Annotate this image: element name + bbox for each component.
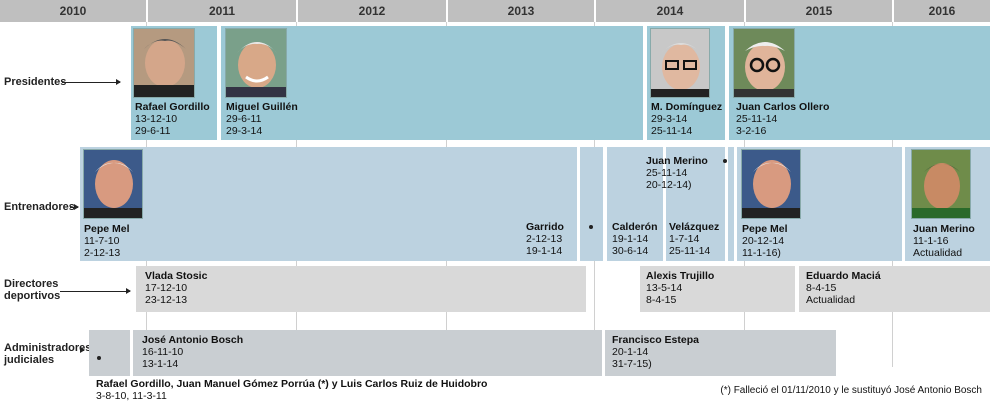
director-bar-stosic <box>136 266 586 312</box>
year-2014: 2014 <box>656 4 684 18</box>
year-divider <box>296 0 298 22</box>
marker-dot-icon <box>723 159 727 163</box>
miguel-guillen-photo <box>225 28 287 98</box>
year-2015: 2015 <box>805 4 833 18</box>
row-label-administradores: Administradores judiciales <box>4 342 92 366</box>
first-admins-note: Rafael Gordillo, Juan Manuel Gómez Porrú… <box>96 378 488 402</box>
entrenador-bar-velazquez <box>666 147 725 261</box>
m-dominguez-photo <box>650 28 710 98</box>
admin-bar-estepa <box>605 330 836 376</box>
admin-bar-bosch <box>133 330 602 376</box>
entrenador-bar-garrido <box>580 147 603 261</box>
marker-dot-icon <box>589 225 593 229</box>
juan-merino-photo <box>911 149 971 219</box>
year-divider <box>446 0 448 22</box>
pepe-mel-photo <box>83 149 143 219</box>
admin-bar-first <box>89 330 130 376</box>
row-label-entrenadores: Entrenadores <box>4 201 75 213</box>
year-2013: 2013 <box>507 4 535 18</box>
pepe-mel-photo <box>741 149 801 219</box>
presidente-bar-guillen <box>221 26 643 140</box>
footnote: (*) Falleció el 01/11/2010 y le sustituy… <box>720 385 982 396</box>
year-2016: 2016 <box>928 4 956 18</box>
entrenador-bar-calderon <box>607 147 663 261</box>
year-2012: 2012 <box>358 4 386 18</box>
arrow-icon <box>60 288 131 294</box>
year-divider <box>594 0 596 22</box>
rafael-gordillo-photo <box>133 28 195 98</box>
row-label-directores: Directores deportivos <box>4 278 61 302</box>
year-divider <box>744 0 746 22</box>
director-bar-trujillo <box>640 266 795 312</box>
arrow-icon <box>80 347 85 353</box>
entrenador-bar-juan-merino <box>728 147 734 261</box>
director-bar-macia <box>799 266 990 312</box>
year-header-bar <box>0 0 990 22</box>
marker-dot-icon <box>97 356 101 360</box>
year-2011: 2011 <box>208 4 236 18</box>
juan-carlos-ollero-photo <box>733 28 795 98</box>
arrow-icon <box>62 79 121 85</box>
row-label-presidentes: Presidentes <box>4 76 67 88</box>
arrow-icon <box>70 204 79 210</box>
entrenador-bar-pepe-mel <box>80 147 577 261</box>
year-2010: 2010 <box>59 4 87 18</box>
year-divider <box>892 0 894 22</box>
year-divider <box>146 0 148 22</box>
